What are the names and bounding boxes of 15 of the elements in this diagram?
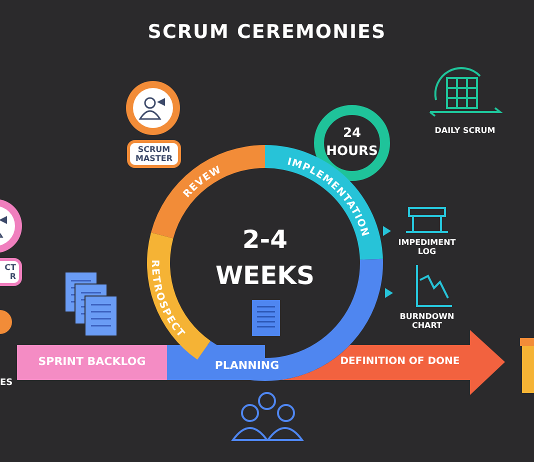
- duration-label: 24 HOURS: [326, 125, 379, 159]
- caption-label: IMPEDIMENT LOG: [397, 238, 457, 256]
- caption-label: DAILY SCRUM: [434, 126, 496, 136]
- arrow-band: [280, 330, 505, 395]
- role-label: SCRUM MASTER: [134, 144, 174, 164]
- timeline-band: [17, 345, 167, 380]
- role-label: CT R: [4, 262, 16, 282]
- segment-label: PLANNING: [214, 360, 280, 373]
- title: SCRUM CEREMONIES: [146, 22, 388, 44]
- role-badge: [127, 140, 181, 168]
- band-label: SPRINT BACKLOG: [38, 356, 146, 369]
- band-label: DEFINITION OF DONE: [339, 356, 461, 368]
- caption-label: BURNDOWN CHART: [398, 312, 456, 330]
- duration-label: 2-4 WEEKS: [200, 222, 330, 294]
- caption-label: ES: [0, 378, 14, 388]
